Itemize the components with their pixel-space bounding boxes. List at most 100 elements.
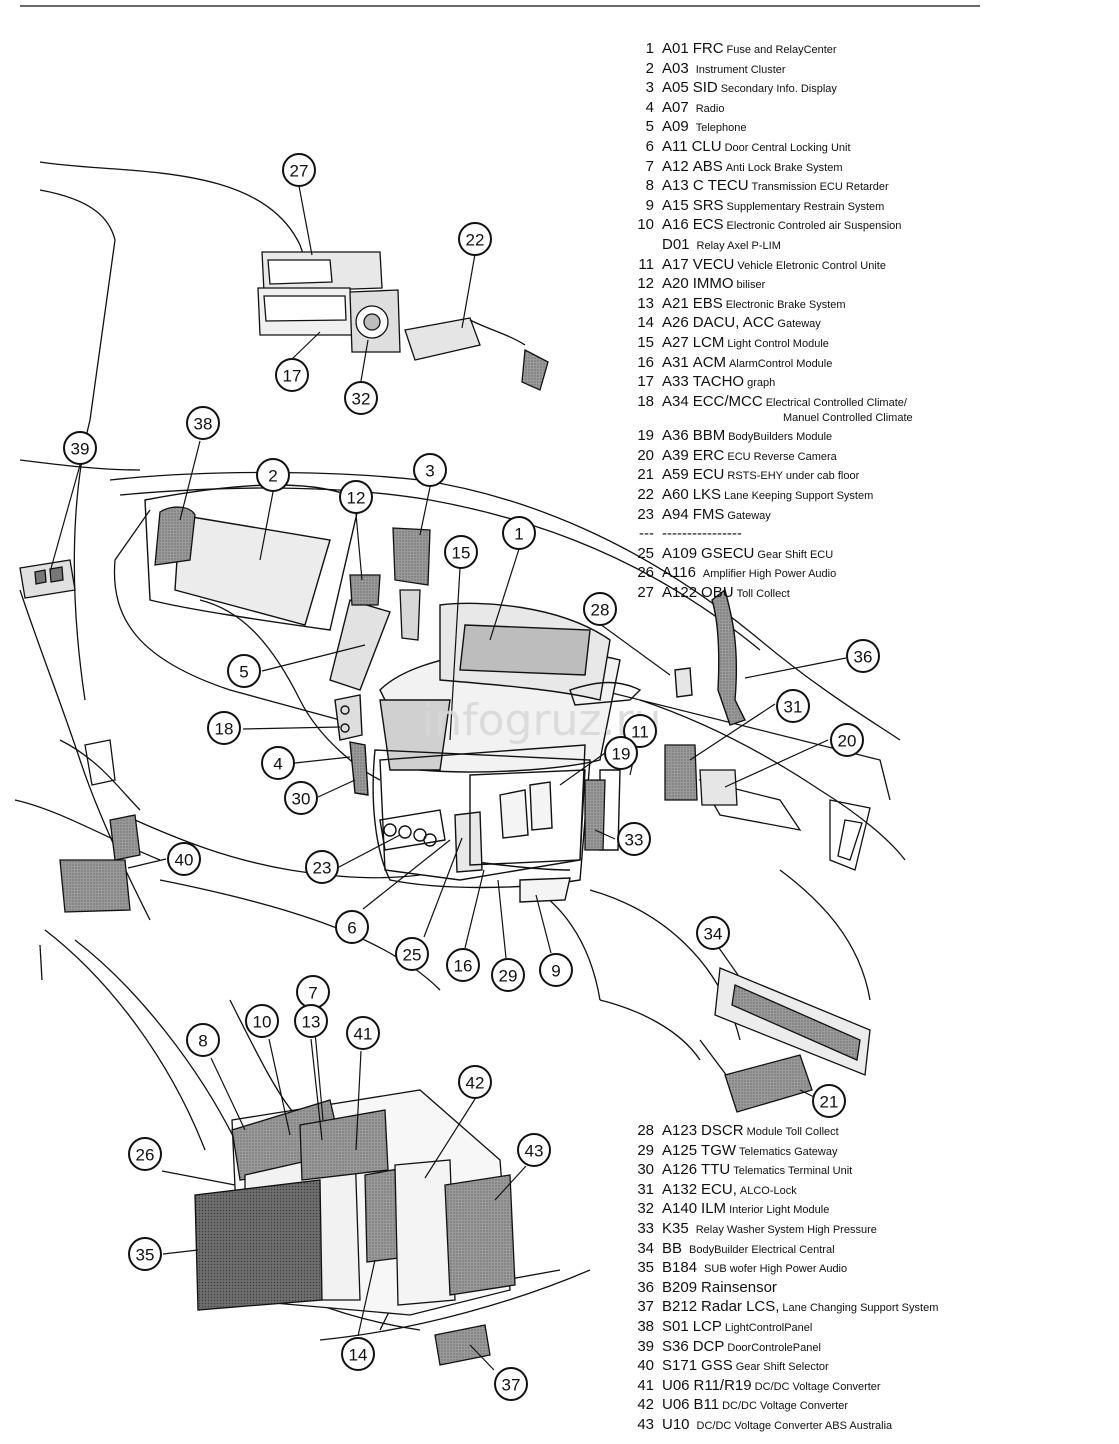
legend-description: BodyBuilder Electrical Central [689, 1243, 835, 1256]
callout-31: 31 [776, 689, 810, 723]
callout-13: 13 [294, 1004, 328, 1038]
callout-label: 27 [290, 162, 309, 181]
legend-code: B209 [662, 1278, 698, 1296]
callout-circle [346, 1016, 380, 1050]
callout-circle [458, 1065, 492, 1099]
legend-description: Toll Collect [736, 588, 790, 601]
callout-label: 41 [354, 1025, 373, 1044]
callout-circle [617, 822, 651, 856]
legend-abbreviation: TTU [701, 1161, 731, 1179]
callout-label: 31 [784, 698, 803, 717]
legend-number: 28 [637, 1122, 654, 1139]
radar-lcs-module [434, 1324, 491, 1366]
legend-number: 38 [637, 1317, 654, 1335]
legend-abbreviation: ERC [692, 446, 725, 464]
legend-code: A59 [662, 466, 689, 484]
callout-circle [344, 381, 378, 415]
legend-description: DoorControlePanel [727, 1341, 821, 1354]
callout-label: 25 [403, 946, 422, 965]
callout-label: 39 [71, 440, 90, 459]
callout-19: 19 [604, 736, 638, 770]
legend-abbreviation: SRS [692, 196, 724, 214]
callout-9: 9 [539, 953, 573, 987]
callout-8: 8 [186, 1023, 220, 1057]
callout-label: 34 [704, 925, 723, 944]
legend-description: graph [747, 377, 776, 390]
callout-27: 27 [282, 153, 316, 187]
legend-number: 4 [645, 98, 654, 116]
leader-lines [49, 185, 847, 1371]
callout-markers: 2722173238392123151283651843031201119334… [63, 153, 880, 1401]
washer-relay-module [584, 779, 606, 851]
legend-description: Transmission ECU Retarder [751, 181, 889, 194]
legend-description: Gateway [727, 509, 771, 522]
legend-code: A36 [662, 427, 689, 445]
legend-abbreviation: BBM [692, 427, 726, 445]
callout-43: 43 [517, 1133, 551, 1167]
legend-description: Manuel Controlled Climate [783, 412, 913, 425]
legend-code: A132 [662, 1180, 698, 1198]
legend-number: 19 [637, 427, 654, 445]
legend-abbreviation: TECU [707, 177, 749, 195]
legend-abbreviation: OBU [701, 584, 734, 602]
callout-7: 7 [296, 975, 330, 1009]
callout-circle [444, 535, 478, 569]
legend-abbreviation: ECS [692, 216, 724, 234]
callout-circle [294, 1004, 328, 1038]
legend-code: ---------------- [662, 525, 742, 543]
legend-description: Lane Changing Support System [782, 1302, 939, 1315]
legend-abbreviation: ECU, [701, 1180, 737, 1198]
callout-label: 15 [452, 544, 471, 563]
legend-description: ALCO-Lock [739, 1184, 797, 1197]
callout-circle [830, 723, 864, 757]
callout-circle [282, 153, 316, 187]
callout-circle [186, 406, 220, 440]
legend-description: Instrument Cluster [695, 63, 786, 76]
legend-code: A39 [662, 446, 689, 464]
callout-label: 32 [352, 390, 371, 409]
callout-label: 36 [854, 648, 873, 667]
legend-abbreviation: IMMO [692, 275, 734, 293]
callout-label: 14 [349, 1346, 368, 1365]
legend-number: 32 [637, 1200, 654, 1218]
reverse-camera-ecu [699, 769, 738, 806]
callout-circle [128, 1137, 162, 1171]
legend-number: 29 [637, 1141, 654, 1159]
dashboard [144, 484, 746, 903]
callout-circle [167, 842, 201, 876]
callout-circle [502, 516, 536, 550]
legend-description: Relay Axel P-LIM [696, 239, 781, 252]
legend-code: U10 [662, 1415, 690, 1433]
callout-label: 4 [273, 755, 282, 774]
callout-21: 21 [812, 1084, 846, 1118]
legend-number: 33 [637, 1219, 654, 1237]
legend-code: U06 [662, 1396, 690, 1414]
legend-code: A05 [662, 79, 689, 97]
legend-description: DC/DC Voltage Converter ABS Australia [696, 1419, 893, 1432]
legend-number: 6 [645, 137, 654, 155]
legend-number: 22 [637, 486, 654, 504]
callout-17: 17 [275, 358, 309, 392]
legend-description: DC/DC Voltage Converter [722, 1400, 849, 1413]
legend-description: RSTS-EHY under cab floor [727, 470, 860, 483]
legend-description: LightControlPanel [724, 1321, 813, 1334]
legend-number: 15 [637, 333, 654, 351]
callout-circle [63, 431, 97, 465]
legend-description: Amplifier High Power Audio [702, 568, 837, 581]
legend-number: 26 [637, 564, 654, 582]
legend-abbreviation: ECC/MCC [692, 392, 763, 410]
legend-row: ------------------- [620, 524, 907, 544]
legend-code: U06 [662, 1376, 690, 1394]
